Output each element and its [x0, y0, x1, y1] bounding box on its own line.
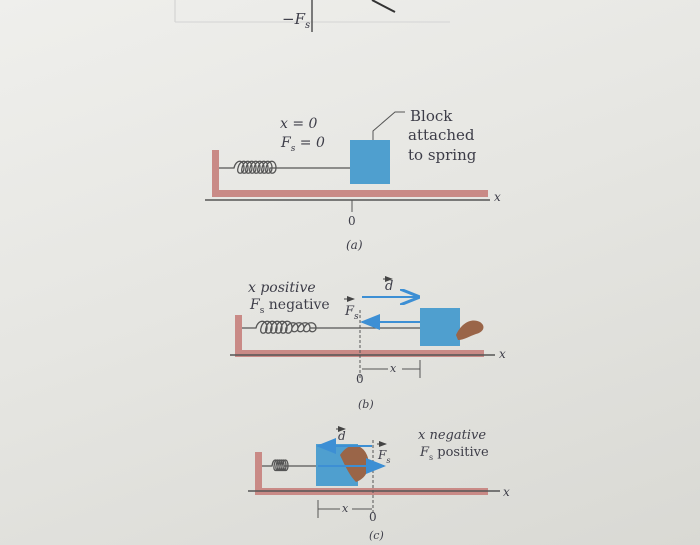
caption-b: (b) — [358, 398, 374, 411]
block-a — [350, 140, 390, 184]
state-b-line1: x positive — [248, 280, 316, 296]
callout-a: Block attached to spring — [408, 107, 479, 164]
eq-x-label: x = 0 — [280, 116, 318, 132]
panel-b: x d Fs x positive Fs negative x 0 (b) — [230, 276, 506, 411]
panel-c: x d Fs x negative Fs positive x 0 (c) — [248, 426, 510, 542]
axis-label-b: x — [499, 347, 506, 361]
vector-fs-label-b: Fs — [344, 304, 359, 322]
caption-c: (c) — [369, 529, 384, 542]
spring-b — [242, 320, 420, 334]
top-graph-fragment: −Fs — [174, 0, 450, 32]
caption-a: (a) — [346, 238, 363, 252]
vector-d-label-b: d — [385, 279, 393, 294]
x-marker-c: x — [342, 502, 349, 515]
graph-line — [371, 0, 396, 13]
floor-a — [212, 150, 488, 197]
spring-c — [262, 459, 316, 472]
zero-label-b: 0 — [356, 372, 364, 386]
panel-a: x Block attached to spring x = 0 Fs = 0 … — [205, 107, 501, 252]
floor-b — [235, 315, 484, 357]
graph-axis-label: −Fs — [282, 10, 310, 31]
axis-label-c: x — [503, 485, 510, 499]
zero-label-a: 0 — [348, 214, 356, 228]
vector-fs-label-c: Fs — [377, 448, 390, 465]
axis-label-a: x — [494, 190, 501, 204]
hand-c — [340, 445, 369, 482]
state-c-line1: x negative — [418, 428, 486, 443]
state-b-line2: Fs negative — [249, 297, 330, 316]
hand-b — [456, 320, 484, 340]
spring-a — [219, 160, 350, 174]
eq-f-label: Fs = 0 — [280, 135, 325, 154]
x-marker-b: x — [390, 362, 397, 375]
state-c-line2: Fs positive — [419, 445, 489, 462]
vector-d-label-c: d — [338, 429, 346, 443]
callout-line-a — [372, 111, 405, 140]
zero-label-c: 0 — [369, 510, 377, 524]
block-b — [420, 308, 460, 346]
